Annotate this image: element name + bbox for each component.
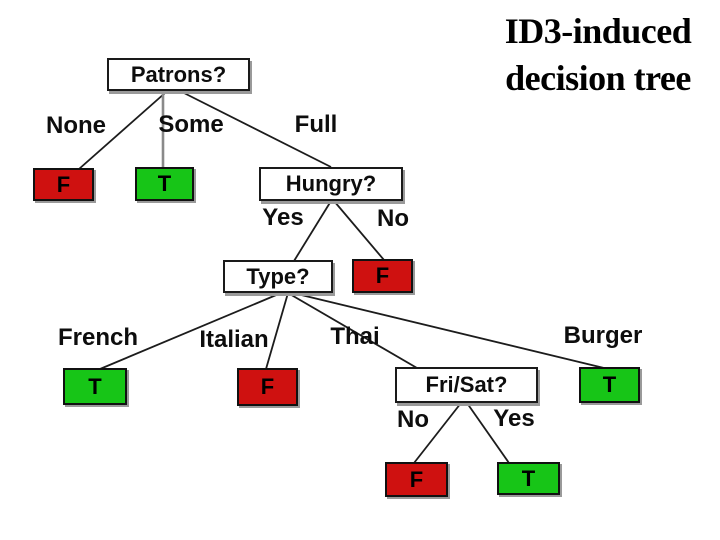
branch-label-hungry-yes: Yes [262,204,304,231]
slide-title-line1: ID3-induced [504,11,692,51]
edge-french [99,292,282,370]
branch-label-thai: Thai [330,323,380,350]
leaf-node-hungry-no-false: F [352,259,413,293]
leaf-node-burger-true-label: T [602,372,617,397]
branch-label-burger: Burger [563,322,643,349]
edge-hungry-yes [293,200,332,262]
decision-node-hungry: Hungry? [259,167,403,201]
branch-label-frisat-yes: Yes [493,405,535,432]
edge-frisat-yes [466,402,510,464]
decision-node-hungry-label: Hungry? [285,171,377,196]
edge-burger [292,292,605,369]
leaf-node-none-false-label: F [56,171,71,197]
leaf-node-burger-true: T [579,367,640,403]
edge-hungry-no [333,200,385,261]
decision-node-patrons-label: Patrons? [130,61,227,87]
branch-label-hungry-no: No [377,205,409,232]
edge-none [78,92,166,170]
decision-node-frisat: Fri/Sat? [395,367,538,403]
leaf-node-italian-false-label: F [260,374,275,399]
decision-node-type: Type? [223,260,333,293]
edge-full [183,92,332,168]
leaf-node-french-true: T [63,368,127,405]
leaf-node-italian-false: F [237,368,298,406]
slide-title-line2: decision tree [505,58,691,98]
edge-frisat-no [413,402,462,464]
leaf-node-frisat-no-false: F [385,462,448,497]
leaf-node-frisat-yes-true-label: T [521,465,536,491]
decision-node-type-label: Type? [246,263,310,289]
branch-label-none: None [46,112,106,139]
slide-title: ID3-induced decision tree [478,8,718,102]
leaf-node-french-true-label: T [88,373,102,399]
leaf-node-none-false: F [33,168,94,201]
branch-label-full: Full [294,111,338,138]
branch-label-french: French [57,324,139,351]
edge-thai [287,292,418,369]
branch-label-some: Some [158,111,224,138]
leaf-node-frisat-yes-true: T [497,462,560,495]
leaf-node-some-true-label: T [157,171,172,196]
edge-italian [265,292,289,370]
branch-label-italian: Italian [199,326,269,353]
decision-node-patrons: Patrons? [107,58,250,91]
leaf-node-frisat-no-false-label: F [409,466,424,492]
decision-node-frisat-label: Fri/Sat? [425,372,508,397]
leaf-node-hungry-no-false-label: F [375,263,390,288]
branch-label-frisat-no: No [397,406,429,433]
leaf-node-some-true: T [135,167,194,201]
